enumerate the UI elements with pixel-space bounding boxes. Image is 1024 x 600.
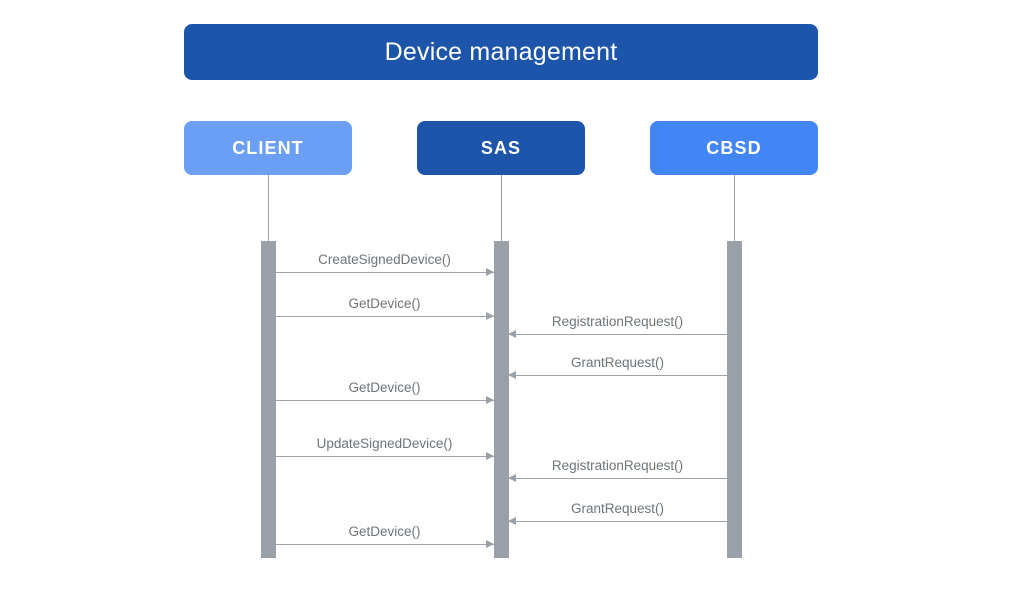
- message-label: GrantRequest(): [570, 500, 665, 516]
- arrow-head-right-icon: [486, 312, 494, 320]
- message-label: RegistrationRequest(): [551, 457, 684, 473]
- message-label: RegistrationRequest(): [551, 313, 684, 329]
- lifeline-cbsd: [734, 175, 735, 241]
- activation-bar-client: [261, 241, 276, 558]
- message-line: [508, 521, 727, 522]
- arrow-head-right-icon: [486, 540, 494, 548]
- arrow-head-right-icon: [486, 452, 494, 460]
- lifeline-sas: [501, 175, 502, 241]
- participant-box-sas[interactable]: SAS: [417, 121, 585, 175]
- participant-label-sas: SAS: [480, 138, 522, 158]
- message-line: [275, 456, 494, 457]
- message-line: [275, 272, 494, 273]
- message-line: [508, 478, 727, 479]
- message-label: CreateSignedDevice(): [318, 251, 451, 267]
- message-line: [275, 316, 494, 317]
- participant-box-client[interactable]: CLIENT: [184, 121, 352, 175]
- message-line: [508, 375, 727, 376]
- arrow-head-left-icon: [508, 517, 516, 525]
- message-label: GetDevice(): [348, 523, 421, 539]
- diagram-title-bar: Device management: [184, 24, 818, 80]
- arrow-head-right-icon: [486, 268, 494, 276]
- message-line: [275, 400, 494, 401]
- arrow-head-right-icon: [486, 396, 494, 404]
- message-label: GetDevice(): [348, 295, 421, 311]
- message-label: GetDevice(): [348, 379, 421, 395]
- message-line: [275, 544, 494, 545]
- page-title: Device management: [384, 37, 618, 66]
- lifeline-client: [268, 175, 269, 241]
- message-label: UpdateSignedDevice(): [316, 435, 453, 451]
- activation-bar-sas: [494, 241, 509, 558]
- message-line: [508, 334, 727, 335]
- arrow-head-left-icon: [508, 371, 516, 379]
- participant-box-cbsd[interactable]: CBSD: [650, 121, 818, 175]
- activation-bar-cbsd: [727, 241, 742, 558]
- message-label: GrantRequest(): [570, 354, 665, 370]
- participant-label-cbsd: CBSD: [706, 138, 762, 158]
- arrow-head-left-icon: [508, 330, 516, 338]
- participant-label-client: CLIENT: [232, 138, 304, 158]
- arrow-head-left-icon: [508, 474, 516, 482]
